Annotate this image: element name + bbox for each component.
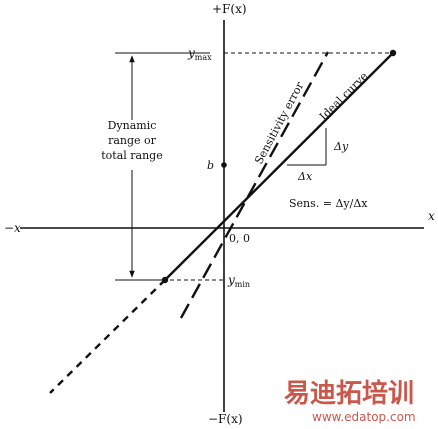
- watermark-url: www.edatop.com: [312, 410, 416, 424]
- ideal-curve-extension: [49, 279, 166, 394]
- y-axis-bottom-label: −F(x): [208, 412, 243, 426]
- ymin-point: [161, 276, 169, 284]
- delta-x-label: Δx: [297, 170, 313, 183]
- ymax-point: [389, 49, 397, 57]
- x-axis-left-label: −x: [4, 221, 21, 235]
- ymin-label: ymin: [227, 273, 250, 289]
- x-axis-right-label: x: [428, 209, 435, 223]
- ideal-curve-label: Ideal curve: [317, 70, 371, 124]
- sensitivity-error-line: [179, 51, 330, 319]
- b-point: [221, 162, 227, 168]
- range-label-line3: total range: [101, 149, 163, 162]
- sensitivity-error-label: Sensitivity error: [252, 79, 307, 166]
- range-label-line1: Dynamic: [108, 119, 157, 132]
- sensitivity-formula: Sens. = Δy/Δx: [289, 197, 368, 210]
- delta-y-label: Δy: [333, 140, 349, 153]
- origin-label: 0, 0: [229, 232, 250, 245]
- b-label: b: [207, 159, 214, 172]
- watermark-text: 易迪拓培训: [284, 379, 414, 409]
- ymax-label: ymax: [187, 46, 212, 62]
- y-axis-top-label: +F(x): [212, 2, 247, 16]
- range-label-line2: range or: [108, 134, 157, 147]
- ideal-curve-line: [164, 52, 394, 281]
